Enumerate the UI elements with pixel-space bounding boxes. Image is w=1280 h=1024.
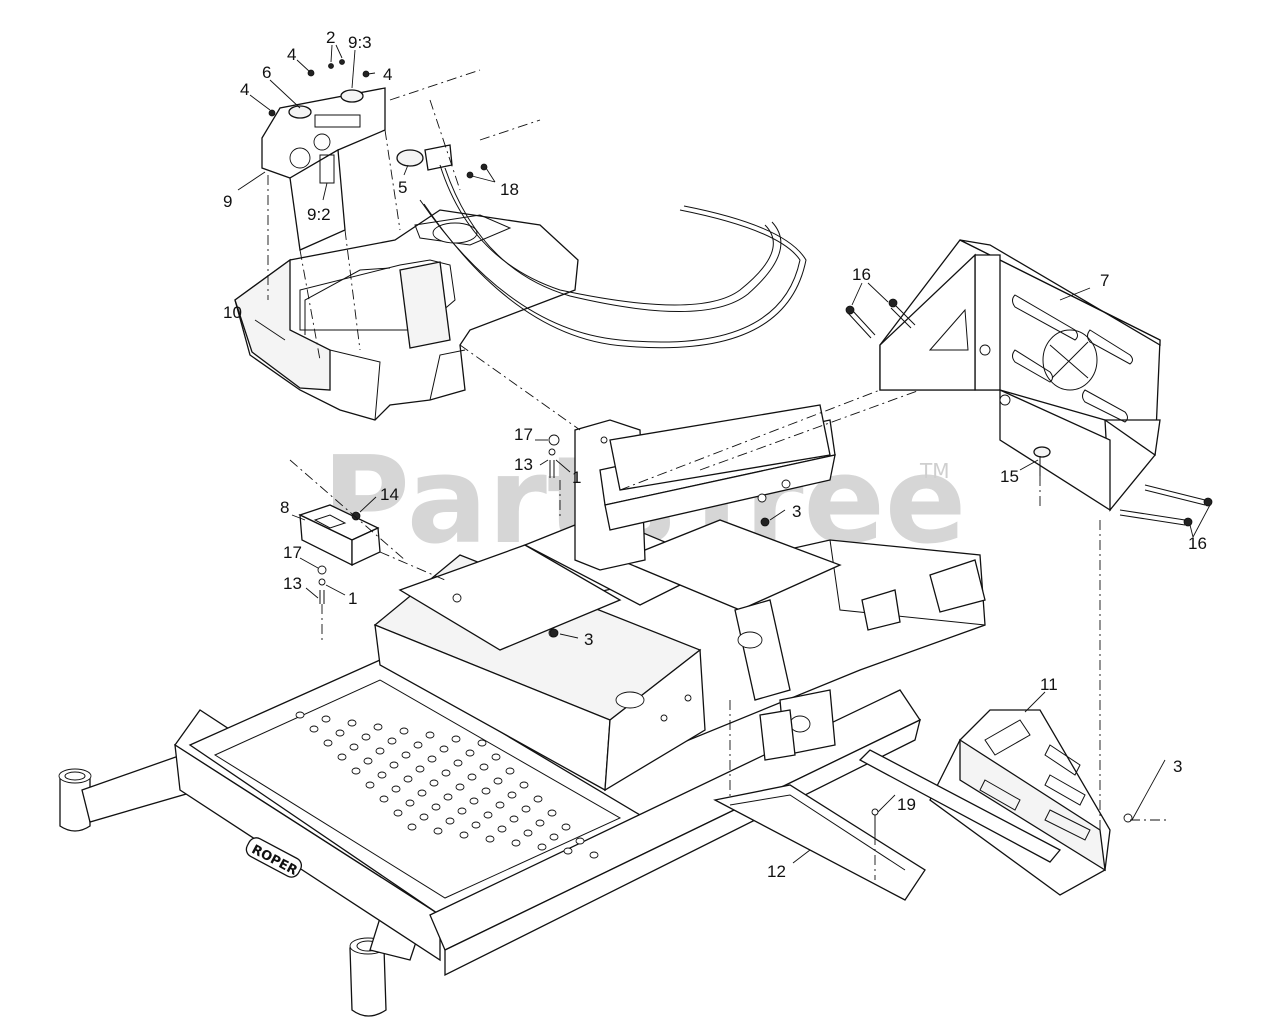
callout-12: 12: [767, 862, 786, 881]
callout-9-2: 9:2: [307, 205, 331, 224]
callout-8: 8: [280, 498, 289, 517]
callout-3b: 3: [584, 630, 593, 649]
leader-lines: [237, 44, 1211, 864]
hitch-bolts: [845, 298, 1213, 527]
callout-3a: 3: [792, 502, 801, 521]
callout-14: 14: [380, 485, 399, 504]
key-switch: [396, 144, 488, 179]
callout-13b: 13: [283, 574, 302, 593]
rear-hitch-plate: [879, 239, 1161, 512]
watermark-trademark: TM: [919, 459, 949, 483]
callout-5: 5: [398, 178, 407, 197]
callout-16b: 16: [1188, 534, 1207, 553]
callout-9-3: 9:3: [348, 33, 372, 52]
callout-4a: 4: [240, 80, 249, 99]
wire-harness: [419, 164, 807, 349]
callout-17a: 17: [514, 425, 533, 444]
assembly-lines: [267, 69, 1170, 880]
callout-4c: 4: [383, 65, 392, 84]
callout-9: 9: [223, 192, 232, 211]
frame-assembly: ROPER: [58, 404, 986, 1017]
callout-11: 11: [1040, 675, 1058, 694]
callout-17b: 17: [283, 543, 302, 562]
floor-plate-holes: [295, 711, 599, 859]
callout-6: 6: [262, 63, 271, 82]
callout-3c: 3: [1173, 757, 1182, 776]
callout-13a: 13: [514, 455, 533, 474]
callout-4b: 4: [287, 45, 296, 64]
fuel-tank-pod: [234, 209, 579, 421]
callout-7: 7: [1100, 271, 1109, 290]
callout-1a: 1: [572, 468, 581, 487]
callout-19: 19: [897, 795, 916, 814]
callout-10: 10: [223, 303, 242, 322]
callout-labels: 4 4 4 2 9:3 6 9 9:2 5 18 10 16 7 17 13 1…: [223, 28, 1207, 881]
step-plate: [713, 784, 926, 901]
foot-rest: [858, 709, 1133, 896]
callout-2: 2: [326, 28, 335, 47]
mount-bracket: [298, 434, 770, 638]
callout-15: 15: [1000, 467, 1019, 486]
control-panel: [261, 59, 386, 251]
callout-16a: 16: [852, 265, 871, 284]
callout-1b: 1: [348, 589, 357, 608]
callout-18: 18: [500, 180, 519, 199]
